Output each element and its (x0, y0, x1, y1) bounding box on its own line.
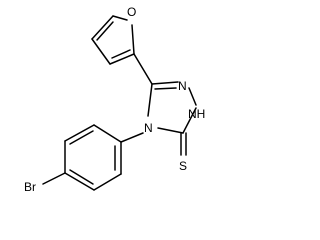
bond-ph-c1-c2 (93, 124, 122, 143)
furan-ring (91, 15, 135, 65)
triazole-n4-label: N (144, 121, 153, 135)
furan-oxygen-label: O (127, 5, 136, 19)
bond-triazole-n4-c5 (147, 83, 153, 117)
triazole-nh-label: NH (188, 107, 205, 121)
bond-triazole-c5-n1-inner (154, 87, 177, 90)
chemical-structure: O N NH N S Br (24, 5, 205, 194)
bond-ph-c2-c3-inner (69, 130, 94, 145)
bond-triazole-n1-n2 (188, 87, 197, 106)
bond-triazole-n2-c3 (182, 107, 197, 134)
bond-ph-c5-c6 (93, 173, 122, 191)
bond-triazole-c5-n1 (151, 81, 179, 85)
bond-furan-triazole (133, 53, 153, 85)
bond-furan-o-c2 (131, 24, 135, 55)
bond-ph-c4-c5 (64, 172, 95, 191)
thione-sulfur-label: S (179, 159, 187, 173)
bond-furan-c3-c4 (91, 38, 111, 65)
bromine-label: Br (24, 180, 36, 194)
triazole-ring (147, 81, 197, 134)
bond-furan-c4-c5-inner (96, 21, 114, 41)
bond-furan-c2-c3-inner (111, 49, 131, 59)
triazole-n1-label: N (178, 79, 187, 93)
bond-furan-c2-c3 (109, 53, 135, 65)
bond-n4-phenyl (120, 132, 144, 143)
bond-furan-c5-o (112, 15, 128, 21)
bond-ph-c2-c3 (64, 124, 95, 142)
bond-c-br (42, 172, 66, 185)
bond-furan-c4-c5 (91, 15, 114, 40)
bond-triazole-c3-n4 (157, 127, 184, 134)
bond-ph-c4-c5-inner (69, 169, 94, 185)
bromophenyl-ring (64, 124, 122, 191)
